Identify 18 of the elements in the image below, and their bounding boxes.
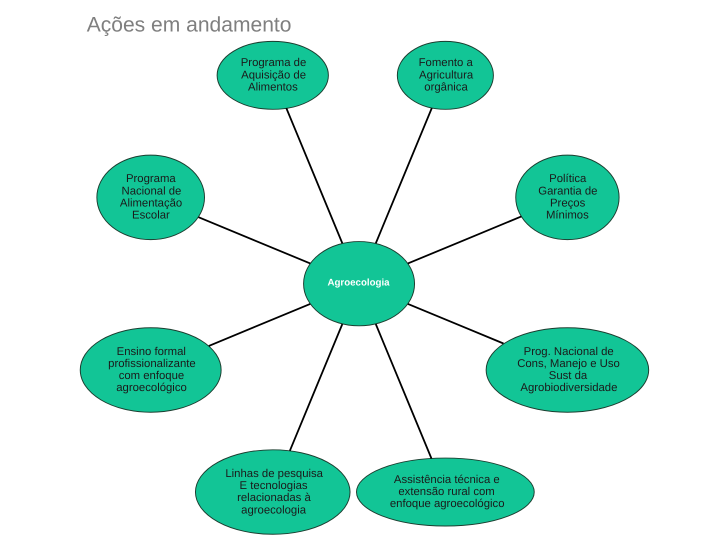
- node-ellipse: Política Garantia de Preços Mínimos: [514, 154, 620, 240]
- connector: [285, 108, 343, 244]
- connector: [407, 303, 504, 344]
- node-ellipse: Ensino formal profissionalizante com enfoque agroecológico: [79, 327, 222, 413]
- connector: [198, 216, 310, 264]
- node-ellipse: Assistência técnica e extensão rural com enfoque agroecológico: [356, 458, 534, 526]
- node-ellipse: Programa de Aquisição de Alimentos: [216, 40, 328, 110]
- node-ellipse: Agroecologia: [302, 241, 415, 326]
- connector: [374, 324, 432, 459]
- node-ellipse: Linhas de pesquisa E tecnologias relacionadas à agroecologia: [194, 449, 350, 535]
- node-ellipse: Prog. Nacional de Cons, Manejo e Uso Sust da Agrobiodiversidade: [485, 327, 649, 413]
- connector: [407, 216, 522, 264]
- diagram-title: Ações em andamento: [86, 14, 291, 37]
- node-ellipse: Programa Nacional de Alimentação Escolar: [96, 154, 204, 240]
- node-ellipse: Fomento a Agricultura orgânica: [396, 40, 494, 110]
- connector: [288, 324, 343, 452]
- connector: [208, 303, 310, 347]
- connector: [374, 108, 432, 244]
